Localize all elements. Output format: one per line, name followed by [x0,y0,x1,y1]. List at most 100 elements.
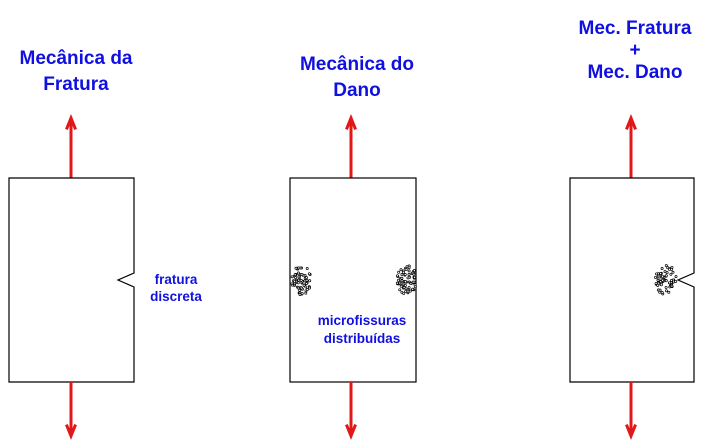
microcrack-cluster-left [290,266,312,297]
microcrack-dot [407,269,411,273]
microcrack-dot [406,276,410,280]
microcrack-dot [661,278,665,282]
microcrack-dot [307,286,311,290]
panel-damage-mechanics: Mecânica do Dano microfissuras distribuí… [289,54,417,441]
microcrack-dot [404,289,408,293]
panel-1-specimen-with-notch [8,177,135,383]
microcrack-dot [654,281,658,285]
microcrack-dot [412,272,416,276]
panel-3-specimen-with-notch [569,177,695,383]
microcrack-dot [656,283,660,287]
microcrack-dot [411,287,415,291]
microcrack-dot [656,278,660,282]
microcrack-dot [403,273,407,276]
microcrack-dot [668,281,672,285]
microcrack-dot [659,283,663,287]
microcrack-dot [290,275,294,279]
microcracks-annotation-line-1: microfissuras [318,313,407,328]
microcrack-dot [399,268,403,272]
microcrack-dot [300,292,304,296]
microcrack-dot [412,269,416,272]
microcrack-dot [305,276,308,280]
microcrack-dot [290,282,294,286]
microcrack-dot [404,268,408,271]
microcrack-dot [297,278,301,282]
microcrack-dot [654,275,657,279]
microcrack-cluster-right [395,264,417,295]
microcrack-dot [297,275,301,279]
microcrack-dot [663,270,667,274]
microcrack-dot [411,280,415,284]
microcrack-dot [300,273,304,277]
panel-1-title-line-2: Fratura [43,74,109,95]
panel-3-title-line-2: + [629,40,640,61]
microcrack-dot [664,274,668,278]
panel-3-title-line-1: Mec. Fratura [579,18,692,39]
microcrack-dot [297,271,300,275]
microcrack-dot [405,265,409,269]
microcrack-dot [303,279,307,283]
microcrack-dot [398,288,402,292]
microcrack-dot [406,290,410,294]
panel-2-title-line-2: Dano [333,80,381,101]
microcrack-dot [409,282,413,285]
microcrack-dot [293,273,297,277]
microcrack-dot [400,273,404,276]
microcrack-dot [401,270,405,274]
microcrack-dot [305,282,308,285]
microcrack-dot [660,267,664,270]
microcrack-dot [407,266,411,270]
microcrack-dot [305,267,309,270]
panel-2-bottom-arrow [345,382,357,441]
microcrack-dot [300,286,304,290]
microcrack-dot [407,286,411,290]
microcrack-dot [413,275,417,279]
microcrack-dot [302,283,306,287]
microcrack-dot [664,285,668,289]
microcrack-dot [402,286,406,289]
microcrack-dot [671,270,675,274]
panel-1-top-arrow [65,113,77,178]
microcrack-dot [674,279,678,283]
microcrack-dot [408,289,412,293]
panel-3-top-arrow [625,113,637,178]
microcrack-dot [294,266,298,270]
microcrack-dot [407,273,411,276]
microcrack-dot [659,272,663,275]
panel-1-bottom-arrow [65,382,77,441]
microcrack-dot [294,276,297,279]
microcrack-dot [655,272,658,276]
microcrack-dot [401,282,405,286]
microcrack-dot [299,278,303,282]
microcrack-dot [666,266,670,270]
microcrack-dot [304,285,308,289]
microcrack-dot [664,289,668,293]
microcrack-dot [664,279,668,283]
microcrack-dot [667,290,671,294]
panel-3-title-line-3: Mec. Dano [587,62,682,83]
microcrack-dot [399,284,403,288]
microcrack-dot [298,293,302,297]
microcrack-dot [398,281,402,285]
panel-3-bottom-arrow [625,382,637,441]
microcrack-dot [658,288,662,292]
microcrack-dot [670,284,674,288]
microcrack-dot [674,275,678,279]
microcrack-dot [304,291,308,295]
microcrack-dot [413,283,417,287]
microcrack-dot [660,291,664,294]
panel-fracture-mechanics: Mecânica da Fratura fratura discreta [8,48,202,441]
microcrack-cluster-at-notch [654,264,678,296]
panel-2-specimen [289,177,417,383]
microcrack-dot [403,283,407,287]
microcrack-dot [395,274,399,278]
microcrack-dot [400,276,404,280]
microcracks-annotation-line-2: distribuídas [324,331,401,346]
panel-combined-mechanics: Mec. Fratura + Mec. Dano [569,18,695,441]
microcrack-dot [661,275,665,279]
microcrack-dot [305,288,309,291]
microcrack-dot [308,279,312,283]
microcrack-dot [298,288,302,292]
fracture-annotation-line-2: discreta [150,289,202,304]
